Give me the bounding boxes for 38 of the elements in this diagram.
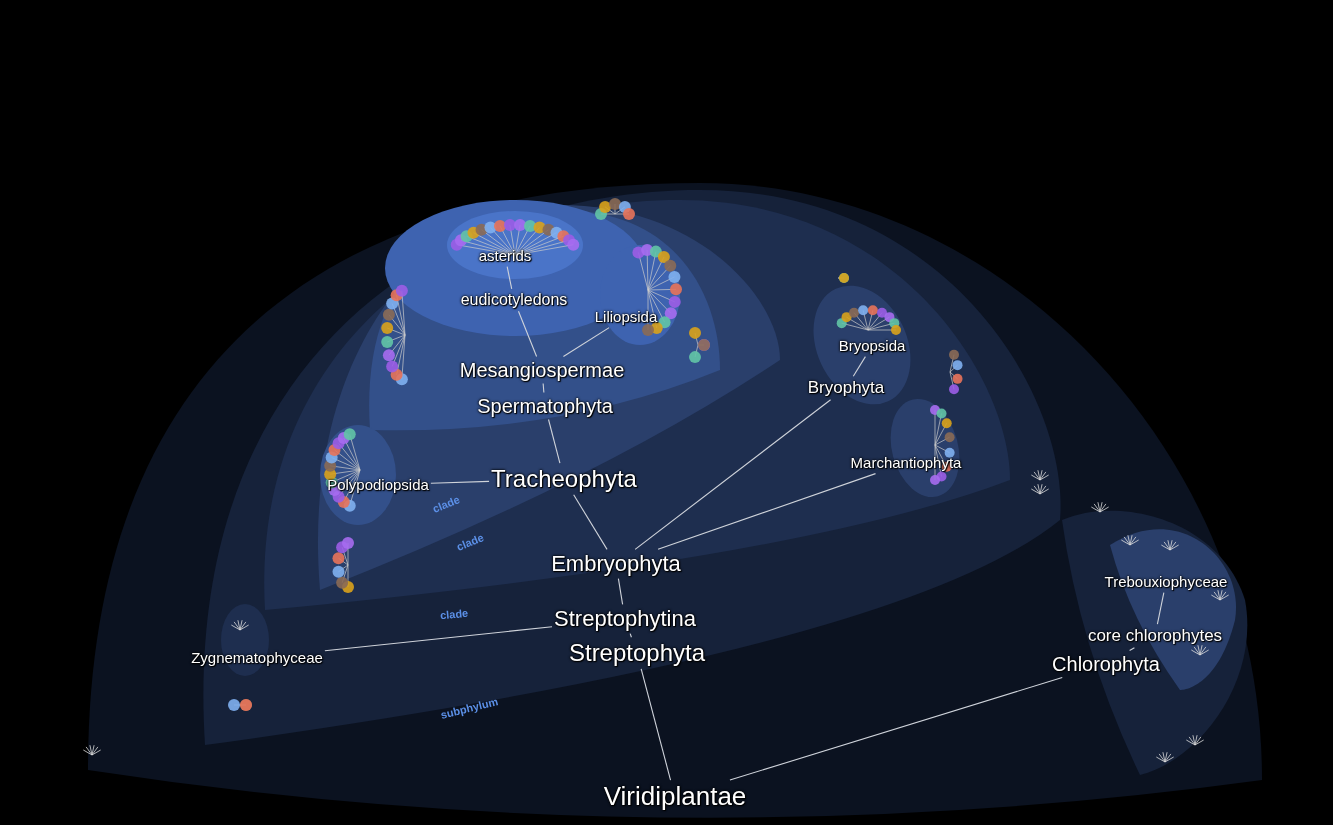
branch-line — [430, 480, 490, 484]
taxon-label: Zygnematophyceae — [191, 649, 323, 667]
taxon-label: Trebouxiophyceae — [1104, 573, 1228, 591]
branch-line — [542, 382, 545, 394]
branch-line — [324, 626, 553, 652]
taxon-label: Embryophyta — [551, 551, 681, 577]
taxon-label: Streptophyta — [568, 639, 706, 667]
taxon-label: asterids — [478, 247, 532, 265]
branch-line — [852, 356, 866, 377]
taxon-label: Bryopsida — [838, 337, 906, 355]
branch-line — [506, 266, 513, 290]
branch-line — [573, 494, 608, 550]
branch-line — [634, 399, 832, 550]
branch-line — [629, 633, 632, 638]
branch-line — [617, 578, 624, 605]
taxon-label: Liliopsida — [594, 308, 658, 326]
taxon-label: Marchantiophyta — [850, 454, 962, 472]
taxon-label: Tracheophyta — [491, 465, 637, 493]
branch-line — [547, 418, 561, 464]
branch-line — [1156, 592, 1165, 625]
taxon-label: Bryophyta — [807, 378, 885, 398]
branch-line — [640, 668, 672, 781]
taxon-label: Mesangiospermae — [459, 358, 625, 382]
branch-line — [1129, 647, 1135, 652]
taxon-label: eudicotyledons — [460, 290, 568, 310]
branch-line — [517, 310, 538, 358]
taxon-label: core chlorophytes — [1087, 626, 1223, 646]
branch-line — [657, 473, 877, 550]
taxon-label: Streptophytina — [554, 606, 696, 632]
branch-line — [562, 327, 610, 358]
taxon-label: Chlorophyta — [1052, 652, 1160, 676]
rank-label: clade — [439, 606, 469, 622]
branch-line — [729, 676, 1063, 781]
taxon-label: Polypodiopsida — [327, 476, 429, 494]
rank-label: clade — [430, 493, 462, 515]
taxon-label: Spermatophyta — [477, 394, 613, 418]
rank-label: clade — [454, 531, 486, 553]
taxon-label: Viridiplantae — [603, 782, 747, 812]
